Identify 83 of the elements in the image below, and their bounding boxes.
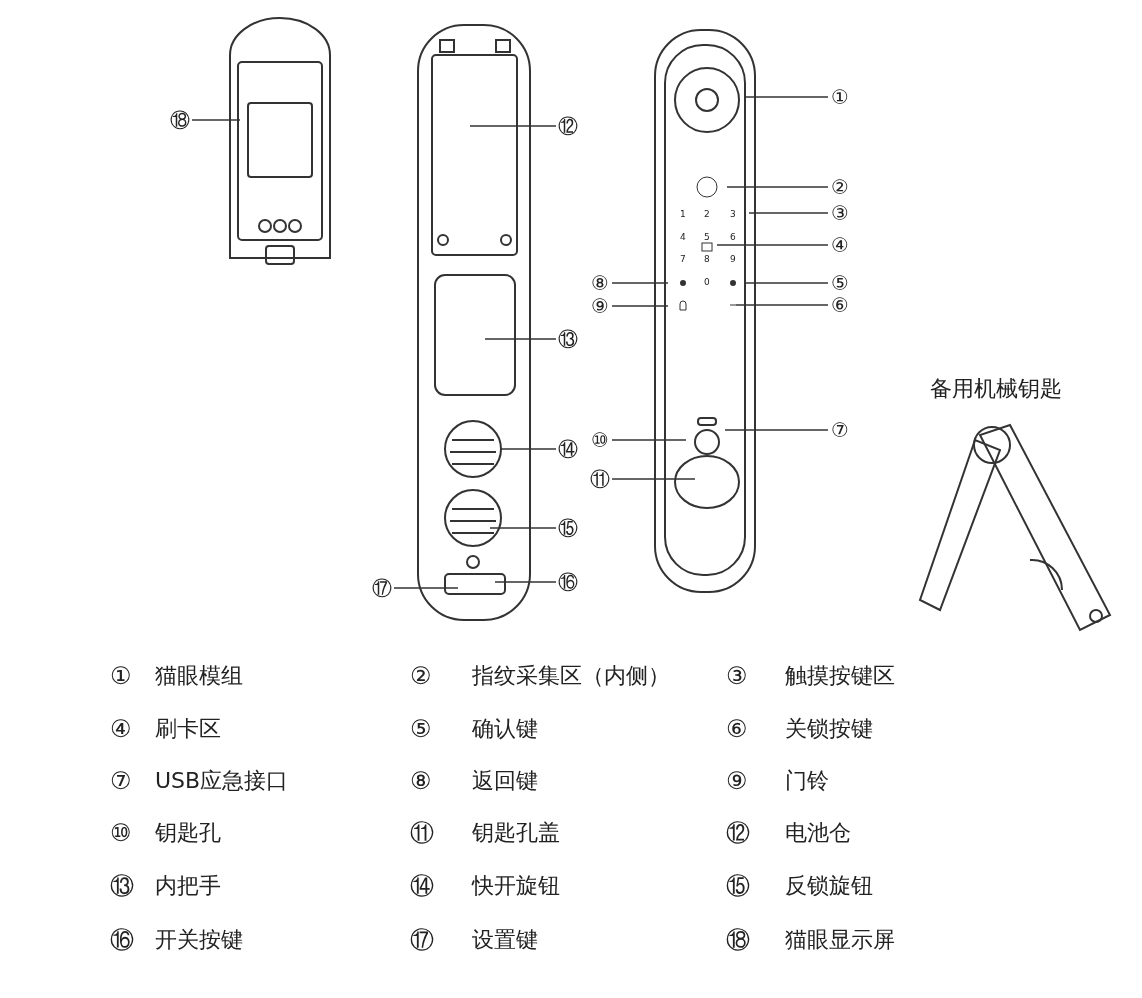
callout-number: ⑰	[370, 576, 394, 600]
callout-number: ⑭	[556, 437, 580, 461]
leader-line	[716, 244, 829, 246]
leader-line	[611, 282, 669, 284]
key-title: 备用机械钥匙	[930, 378, 1062, 400]
part-name: 开关按键	[155, 929, 243, 951]
callout-number: ⑨	[726, 769, 748, 793]
part-name: 钥匙孔	[155, 822, 221, 844]
callout-number: ①	[110, 664, 132, 688]
callout-number: ④	[110, 717, 132, 741]
part-name: 猫眼显示屏	[785, 929, 895, 951]
callout-number: ⑫	[556, 114, 580, 138]
leader-line	[393, 587, 459, 589]
part-name: 猫眼模组	[155, 665, 243, 687]
part-name: 关锁按键	[785, 718, 873, 740]
callout-number: ⑫	[726, 821, 750, 845]
callout-number: ⑤	[410, 717, 432, 741]
callout-number: ⑯	[556, 570, 580, 594]
keypad-digit: 9	[730, 255, 736, 264]
leader-line	[611, 305, 669, 307]
part-name: 设置键	[472, 929, 538, 951]
part-name: 反锁旋钮	[785, 875, 873, 897]
leader-line	[499, 448, 557, 450]
leader-line	[611, 478, 696, 480]
leader-line	[724, 429, 829, 431]
callout-number: ⑮	[556, 516, 580, 540]
leader-line	[743, 96, 829, 98]
keypad-digit: 4	[680, 233, 686, 242]
callout-number: ⑩	[588, 428, 612, 452]
part-name: 钥匙孔盖	[472, 822, 560, 844]
part-name: 触摸按键区	[785, 665, 895, 687]
callout-number: ⑯	[110, 928, 134, 952]
callout-number: ⑥	[726, 717, 748, 741]
callout-number: ⑱	[726, 928, 750, 952]
part-name: 返回键	[472, 770, 538, 792]
callout-number: ②	[828, 175, 852, 199]
callout-number: ⑱	[168, 108, 192, 132]
callout-number: ⑭	[410, 874, 434, 898]
callout-number: ⑬	[110, 874, 134, 898]
leader-line	[735, 304, 829, 306]
callout-number: ⑦	[110, 769, 132, 793]
leader-line	[484, 338, 557, 340]
leader-line	[191, 119, 241, 121]
callout-number: ③	[828, 201, 852, 225]
keypad-digit: 5	[704, 233, 710, 242]
leader-line	[494, 581, 557, 583]
callout-number: ②	[410, 664, 432, 688]
callout-number: ①	[828, 85, 852, 109]
leader-line	[469, 125, 557, 127]
callout-number: ⑰	[410, 928, 434, 952]
keypad-digit: 8	[704, 255, 710, 264]
part-name: 确认键	[472, 718, 538, 740]
part-name: 指纹采集区（内侧）	[472, 665, 670, 687]
part-name: 快开旋钮	[472, 875, 560, 897]
callout-number: ⑧	[588, 271, 612, 295]
keypad-digit: 1	[680, 210, 686, 219]
callout-number: ⑩	[110, 821, 132, 845]
keypad-digit: 0	[704, 278, 710, 287]
part-name: USB应急接口	[155, 770, 289, 792]
callout-number: ⑨	[588, 294, 612, 318]
callout-number: ⑦	[828, 418, 852, 442]
keypad-digit: 3	[730, 210, 736, 219]
keypad-digit: 7	[680, 255, 686, 264]
part-name: 门铃	[785, 770, 829, 792]
part-name: 内把手	[155, 875, 221, 897]
leader-line	[489, 527, 557, 529]
leader-line	[744, 282, 829, 284]
part-name: 刷卡区	[155, 718, 221, 740]
callout-number: ⑧	[410, 769, 432, 793]
keypad-digit: 2	[704, 210, 710, 219]
callout-number: ⑤	[828, 271, 852, 295]
callout-number: ⑥	[828, 293, 852, 317]
callout-number: ⑪	[588, 467, 612, 491]
callout-number: ③	[726, 664, 748, 688]
keypad-digit: 6	[730, 233, 736, 242]
callout-number: ⑬	[556, 327, 580, 351]
leader-line	[726, 186, 829, 188]
leader-line	[748, 212, 829, 214]
callout-number: ⑪	[410, 821, 434, 845]
callout-number: ④	[828, 233, 852, 257]
part-name: 电池仓	[785, 822, 851, 844]
callout-number: ⑮	[726, 874, 750, 898]
leader-line	[611, 439, 687, 441]
